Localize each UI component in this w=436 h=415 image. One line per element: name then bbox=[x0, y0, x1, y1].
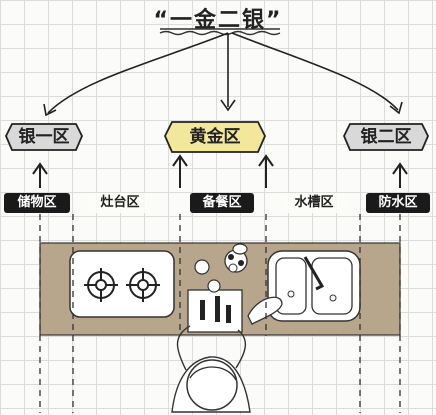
vegetables bbox=[194, 243, 248, 293]
diagram-title: “一金二银” bbox=[153, 8, 283, 33]
stove bbox=[69, 250, 175, 318]
plaque-center-shape bbox=[164, 121, 266, 153]
plaque-silver-one: 银一区 bbox=[18, 127, 70, 147]
zone-storage: 储物区 bbox=[4, 193, 70, 213]
plaque-gold: 黄金区 bbox=[189, 127, 241, 147]
title-underline bbox=[159, 28, 281, 36]
zone-sink: 水槽区 bbox=[282, 193, 346, 213]
cutting-board bbox=[187, 289, 243, 333]
zone-stove: 灶台区 bbox=[88, 193, 152, 213]
up-arrows bbox=[32, 154, 408, 188]
plaque-left-shape bbox=[5, 123, 83, 151]
zone-dividers bbox=[39, 214, 401, 413]
burner-left bbox=[84, 268, 118, 302]
plaque-silver-two: 银二区 bbox=[360, 127, 412, 147]
person bbox=[171, 296, 283, 413]
title-arrows bbox=[43, 32, 403, 117]
zone-waterproof: 防水区 bbox=[366, 193, 430, 213]
sink bbox=[267, 250, 361, 322]
burner-right bbox=[126, 268, 160, 302]
plaque-right-shape bbox=[343, 123, 429, 151]
zone-prep: 备餐区 bbox=[190, 193, 254, 213]
